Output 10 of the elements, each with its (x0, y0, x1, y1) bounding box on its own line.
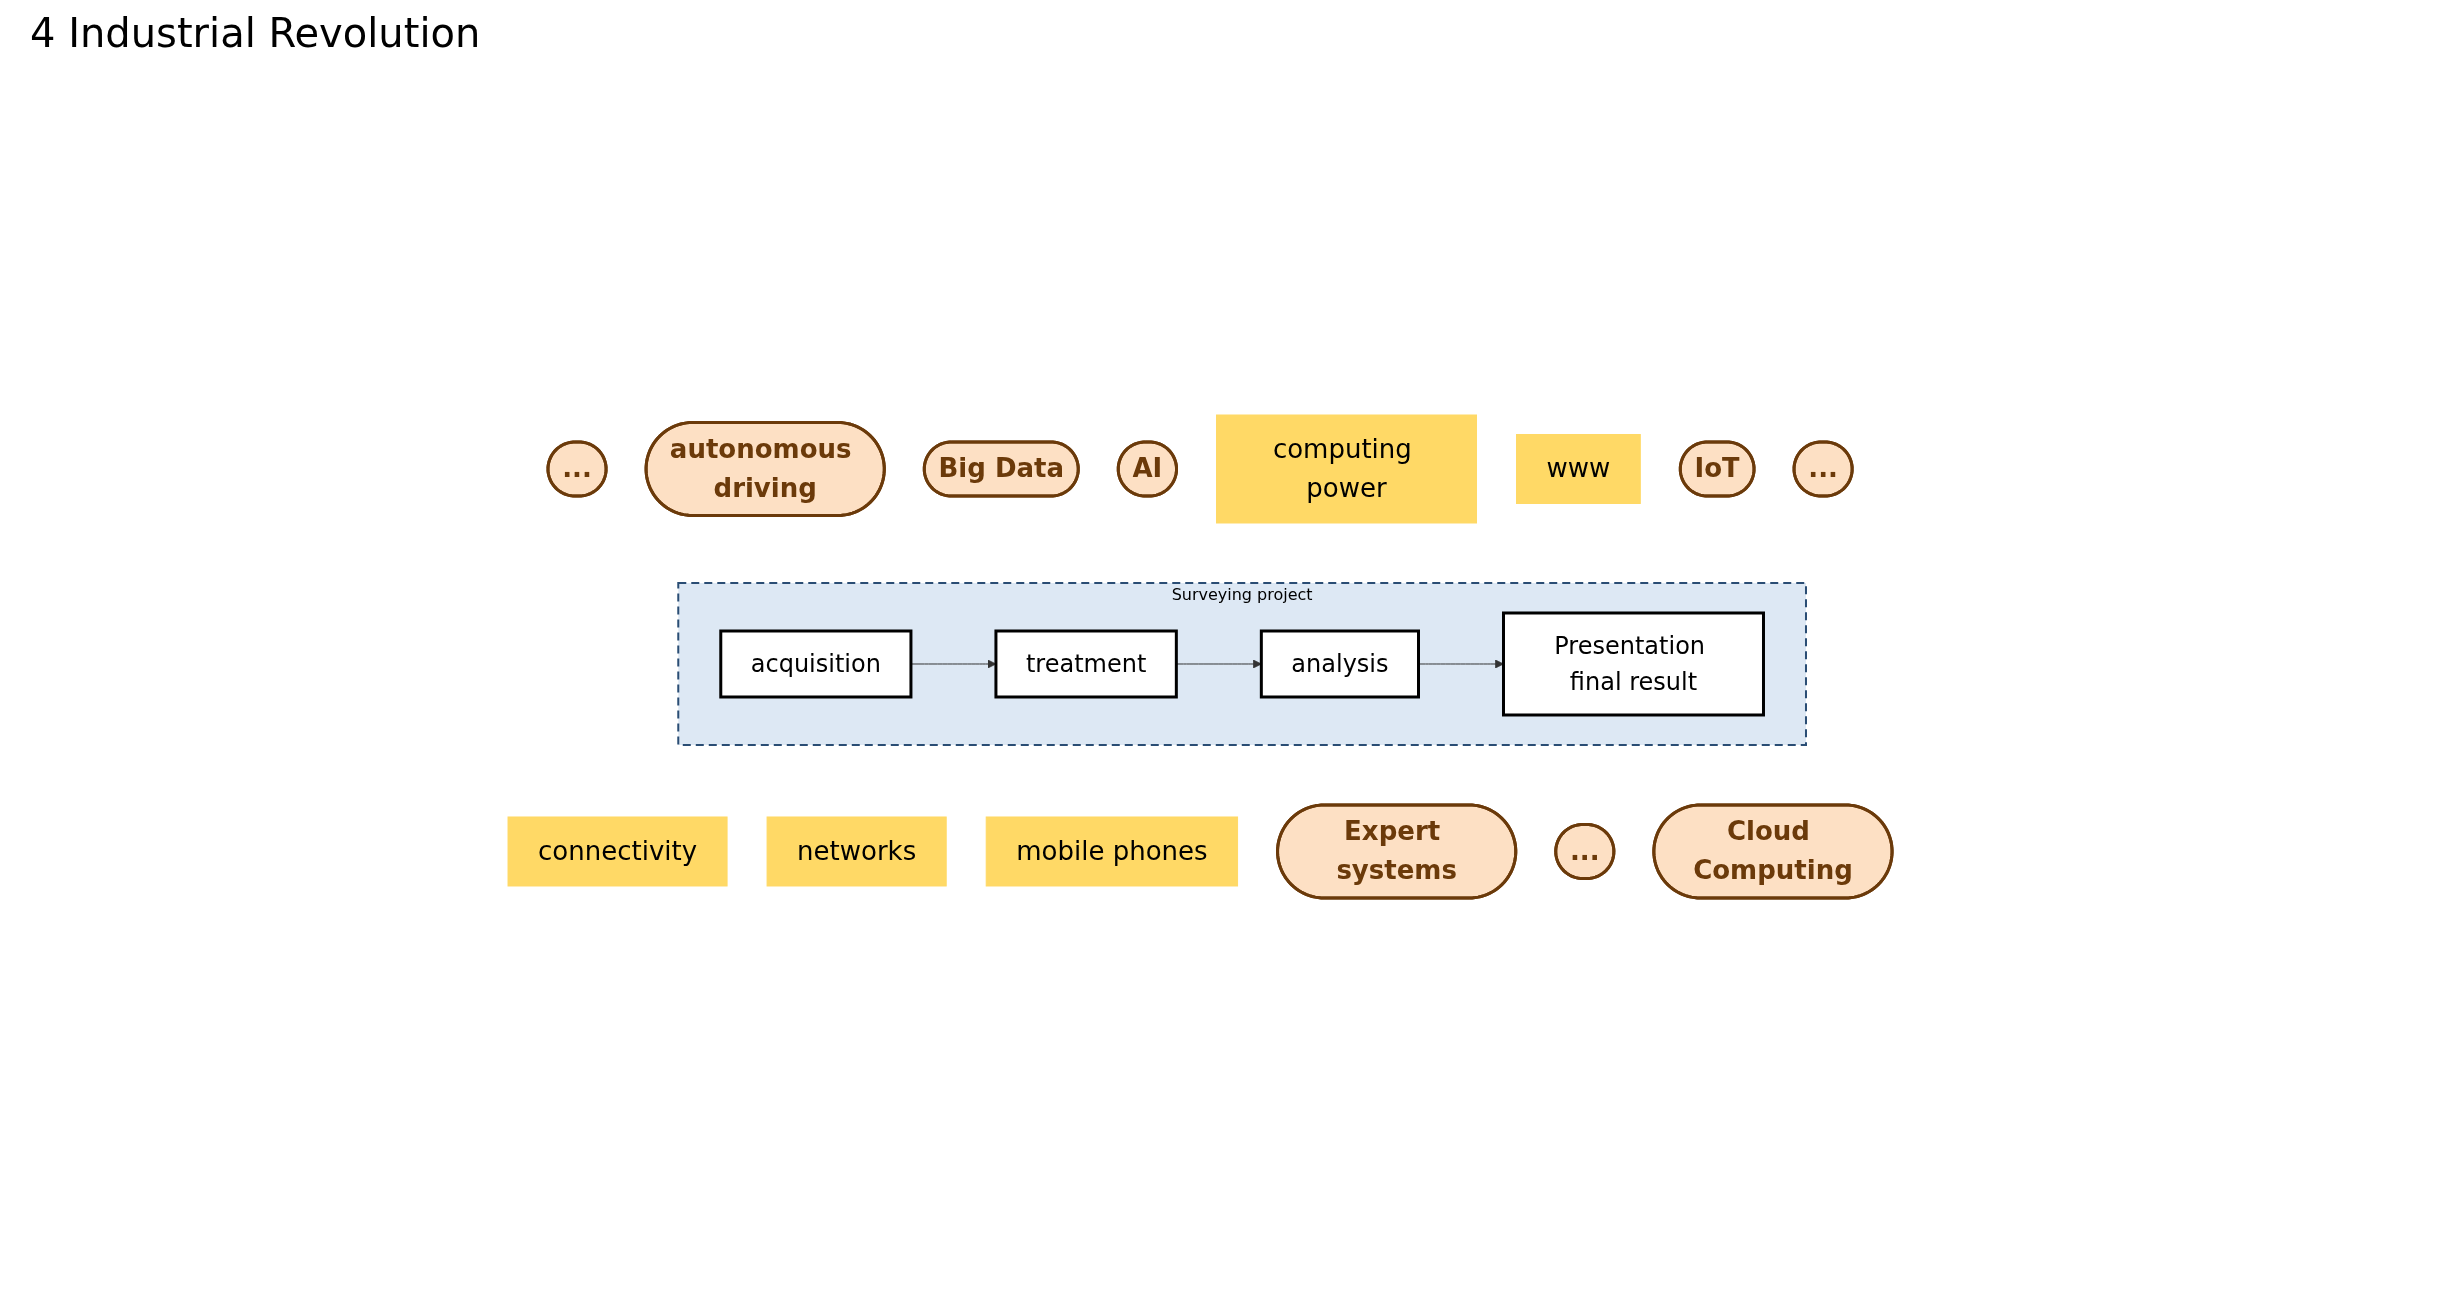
node-box: treatment (994, 629, 1178, 698)
node-box: networks (766, 816, 947, 886)
node-box: mobile phones (985, 816, 1238, 886)
diagram-title: 4 Industrial Revolution (29, 9, 482, 58)
node-box: analysis (1259, 629, 1420, 698)
node-box: www (1515, 433, 1641, 504)
node-box: computing power (1215, 414, 1477, 523)
node-box: acquisition (719, 629, 913, 698)
node-box: Presentation final result (1501, 611, 1765, 716)
node-box: connectivity (507, 816, 728, 886)
